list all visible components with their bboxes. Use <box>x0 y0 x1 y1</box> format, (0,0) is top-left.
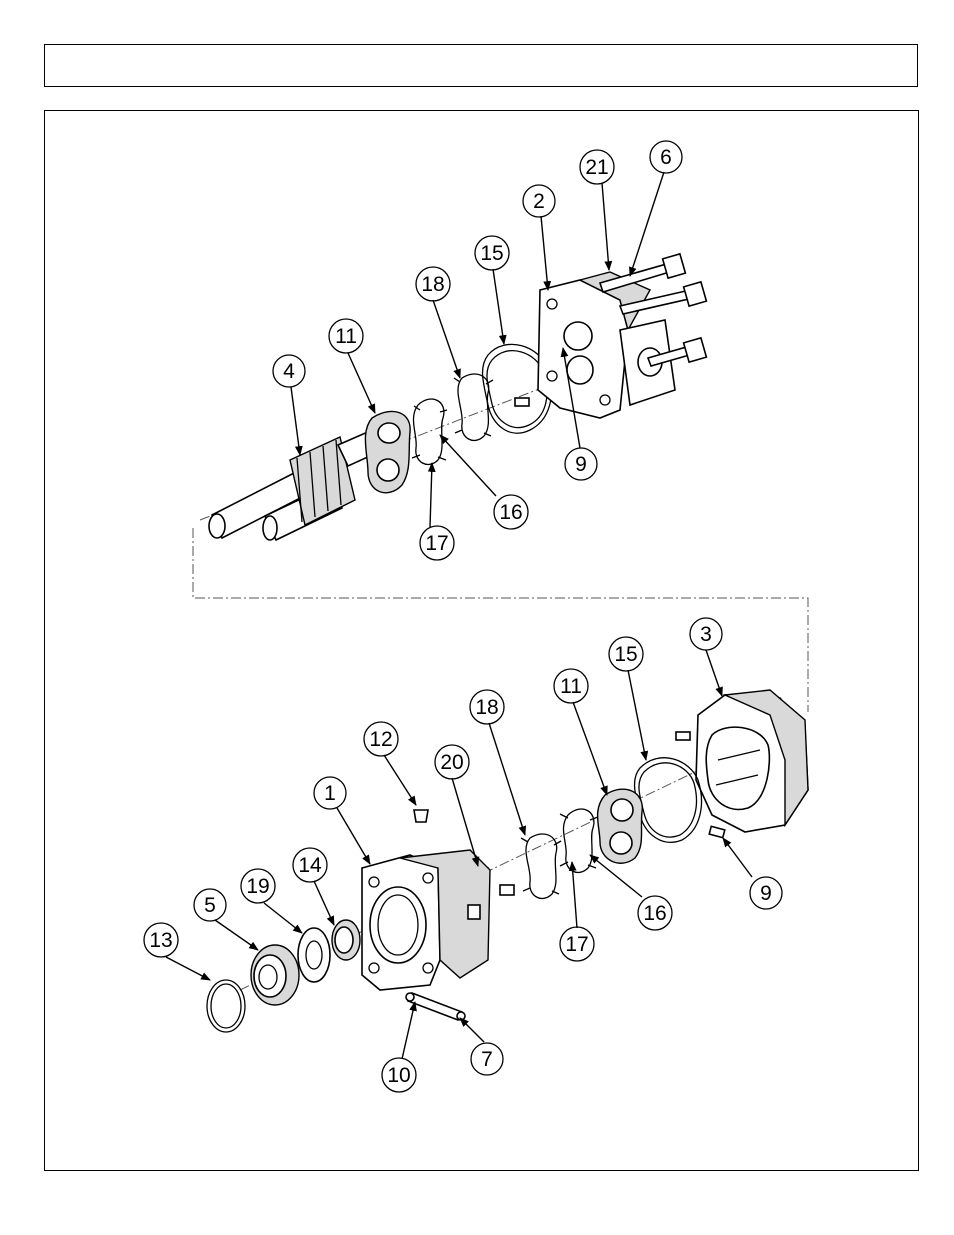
callout-4: 4 <box>272 354 306 388</box>
callout-16: 16 <box>493 494 529 530</box>
svg-text:17: 17 <box>425 532 448 555</box>
svg-text:16: 16 <box>643 902 666 925</box>
callout-5: 5 <box>193 888 227 922</box>
lower-seal-16-17 <box>559 808 599 873</box>
dowel-pin-upper-a <box>514 397 530 407</box>
callout-10: 10 <box>381 1057 417 1093</box>
callout-11: 11 <box>328 318 364 354</box>
upper-gasket-15 <box>481 343 552 434</box>
callout-7: 7 <box>470 1042 504 1076</box>
svg-text:20: 20 <box>440 751 463 774</box>
svg-text:17: 17 <box>565 933 588 956</box>
lower-gasket-15 <box>633 757 703 843</box>
svg-text:14: 14 <box>298 854 322 877</box>
end-cover-part <box>537 252 708 419</box>
dowel-pin-lower-a <box>675 731 691 741</box>
callout-20: 20 <box>434 744 470 780</box>
svg-text:18: 18 <box>421 273 444 296</box>
lower-wear-plate-11 <box>596 788 643 864</box>
lower-backup-ring-18 <box>520 833 562 899</box>
callout-18: 18 <box>469 689 505 725</box>
title-box <box>44 44 918 87</box>
callout-2: 2 <box>522 184 556 218</box>
svg-text:11: 11 <box>560 675 582 698</box>
wear-plate-part <box>364 410 411 494</box>
callout-11: 11 <box>553 668 589 704</box>
svg-text:2: 2 <box>533 190 545 213</box>
svg-text:16: 16 <box>499 501 522 524</box>
svg-text:11: 11 <box>335 325 357 348</box>
key-pin-part <box>405 991 466 1022</box>
svg-text:9: 9 <box>575 453 587 476</box>
svg-text:21: 21 <box>585 156 608 179</box>
svg-text:1: 1 <box>324 782 336 805</box>
leader-lines <box>165 171 753 1060</box>
svg-text:4: 4 <box>283 360 295 383</box>
svg-text:18: 18 <box>475 696 498 719</box>
gear-housing-part <box>695 689 809 833</box>
upper-seal-16-17 <box>411 398 448 465</box>
svg-text:19: 19 <box>246 875 269 898</box>
callout-15: 15 <box>474 235 510 271</box>
front-housing-part <box>361 849 491 991</box>
svg-text:15: 15 <box>480 242 503 265</box>
callout-19: 19 <box>240 868 276 904</box>
svg-text:3: 3 <box>700 623 712 646</box>
callout-14: 14 <box>292 847 328 883</box>
dowel-pin-lower-b <box>708 825 726 839</box>
svg-text:12: 12 <box>369 728 392 751</box>
callout-9: 9 <box>749 876 783 910</box>
washer-part <box>297 927 331 983</box>
svg-text:13: 13 <box>149 929 172 952</box>
callout-3: 3 <box>689 617 723 651</box>
retaining-ring-part <box>206 979 246 1033</box>
figure-frame <box>44 110 919 1171</box>
svg-text:10: 10 <box>387 1064 410 1087</box>
callout-18: 18 <box>415 266 451 302</box>
bearing-part <box>250 944 300 1006</box>
plug-part <box>413 809 429 823</box>
svg-text:6: 6 <box>660 146 672 169</box>
check-valve-part <box>499 884 515 896</box>
callout-1: 1 <box>313 776 347 810</box>
svg-text:5: 5 <box>204 894 216 917</box>
callout-16: 16 <box>637 895 673 931</box>
svg-text:7: 7 <box>481 1048 493 1071</box>
callout-13: 13 <box>143 922 179 958</box>
callout-17: 17 <box>559 926 595 962</box>
callout-21: 21 <box>579 149 615 185</box>
svg-text:15: 15 <box>614 643 637 666</box>
callout-9: 9 <box>564 447 598 481</box>
assembly-centerline <box>192 528 809 712</box>
shaft-seal-part <box>331 919 361 961</box>
callout-17: 17 <box>419 525 455 561</box>
callout-15: 15 <box>608 636 644 672</box>
svg-text:9: 9 <box>760 882 772 905</box>
callout-group: 21 6 2 15 18 11 4 9 16 17 3 15 11 18 12 … <box>143 140 783 1093</box>
callout-12: 12 <box>363 721 399 757</box>
callout-6: 6 <box>649 140 683 174</box>
